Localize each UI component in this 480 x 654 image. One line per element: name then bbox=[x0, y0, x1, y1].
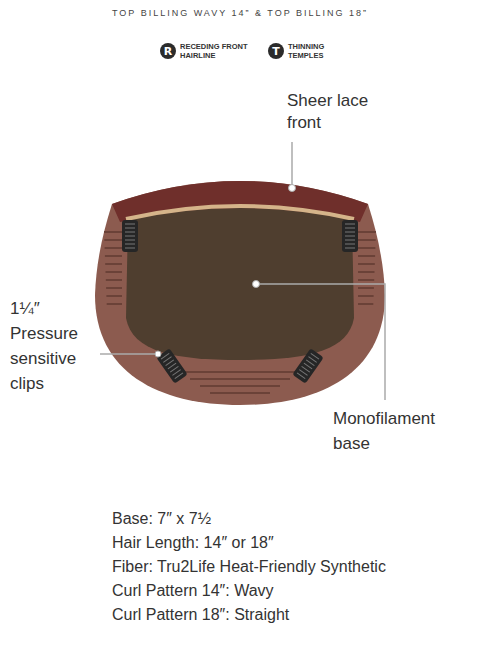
icon-letter: T bbox=[268, 43, 284, 59]
clip-tooth bbox=[125, 244, 135, 245]
lace-edge bbox=[126, 206, 354, 219]
clip-body bbox=[342, 220, 358, 252]
rib bbox=[358, 239, 376, 241]
pressure-clip bbox=[122, 220, 138, 252]
rib bbox=[106, 279, 122, 281]
rib bbox=[358, 231, 376, 233]
clip-tooth bbox=[161, 353, 169, 359]
rib bbox=[358, 255, 375, 257]
clip-body bbox=[292, 348, 323, 383]
leader-line bbox=[291, 142, 293, 188]
rib bbox=[358, 295, 374, 297]
rib bbox=[106, 295, 122, 297]
rib bbox=[358, 263, 375, 265]
leader-line bbox=[256, 284, 385, 400]
rib bbox=[358, 287, 374, 289]
clip-tooth bbox=[345, 232, 355, 233]
clips bbox=[122, 220, 358, 384]
clip-tooth bbox=[345, 240, 355, 241]
clip-tooth bbox=[345, 224, 355, 225]
clip-tooth bbox=[345, 244, 355, 245]
feature-icon: RRECEDING FRONT HAIRLINE bbox=[160, 42, 252, 60]
clip-tooth bbox=[166, 360, 174, 366]
clip-tooth bbox=[304, 363, 312, 369]
rib bbox=[104, 239, 122, 241]
rib bbox=[210, 392, 270, 394]
pressure-clip bbox=[342, 220, 358, 252]
callout-label: Sheer lace front bbox=[287, 90, 392, 134]
rib bbox=[358, 271, 375, 273]
clip-body bbox=[122, 220, 138, 252]
clip-tooth bbox=[345, 228, 355, 229]
spec-line: Base: 7″ x 7½ bbox=[112, 507, 462, 531]
leader-line bbox=[100, 353, 158, 355]
clip-tooth bbox=[170, 366, 178, 372]
leader-dot bbox=[155, 351, 161, 357]
clip-tooth bbox=[308, 357, 316, 363]
rib bbox=[106, 271, 123, 273]
rib bbox=[180, 371, 300, 373]
clip-tooth bbox=[175, 373, 183, 379]
clip-tooth bbox=[345, 236, 355, 237]
clip-tooth bbox=[297, 373, 305, 379]
rib bbox=[358, 303, 373, 305]
pressure-clip bbox=[292, 348, 323, 383]
callout-label: 1¼″ Pressure sensitive clips bbox=[10, 296, 98, 396]
title: TOP BILLING WAVY 14” & TOP BILLING 18” bbox=[0, 8, 480, 18]
rib bbox=[104, 231, 122, 233]
rib bbox=[358, 279, 374, 281]
clip-tooth bbox=[125, 228, 135, 229]
clip-tooth bbox=[125, 232, 135, 233]
icon-label: THINNING TEMPLES bbox=[288, 42, 360, 60]
spec-line: Fiber: Tru2Life Heat-Friendly Synthetic bbox=[112, 555, 462, 579]
leader-dot bbox=[253, 281, 260, 288]
rib bbox=[358, 247, 375, 249]
clip-tooth bbox=[345, 248, 355, 249]
leader-dot bbox=[289, 185, 296, 192]
clip-tooth bbox=[168, 363, 176, 369]
clip-tooth bbox=[125, 248, 135, 249]
spec-line: Curl Pattern 14″: Wavy bbox=[112, 579, 462, 603]
rib bbox=[105, 263, 122, 265]
spec-line: Curl Pattern 18″: Straight bbox=[112, 603, 462, 627]
clip-tooth bbox=[172, 370, 180, 376]
spec-line: Hair Length: 14″ or 18″ bbox=[112, 531, 462, 555]
icon-label: RECEDING FRONT HAIRLINE bbox=[180, 42, 252, 60]
icon-letter: R bbox=[160, 43, 176, 59]
rib bbox=[107, 303, 122, 305]
rib bbox=[105, 255, 122, 257]
clip-tooth bbox=[311, 353, 319, 359]
clip-tooth bbox=[125, 224, 135, 225]
rib bbox=[200, 385, 280, 387]
clip-tooth bbox=[163, 357, 171, 363]
clip-tooth bbox=[125, 236, 135, 237]
base-outline bbox=[95, 181, 385, 405]
clip-tooth bbox=[306, 360, 314, 366]
callout-label: Monofilament base bbox=[333, 406, 463, 456]
feature-icon: TTHINNING TEMPLES bbox=[268, 42, 360, 60]
clip-tooth bbox=[299, 370, 307, 376]
rib bbox=[106, 287, 122, 289]
clip-tooth bbox=[125, 240, 135, 241]
clip-tooth bbox=[302, 366, 310, 372]
rib bbox=[190, 378, 290, 380]
rib bbox=[105, 247, 122, 249]
